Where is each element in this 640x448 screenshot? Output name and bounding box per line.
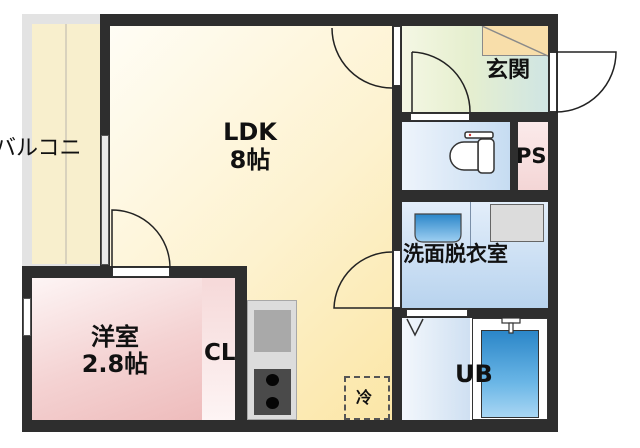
fridge-label: 冷 [356, 388, 373, 407]
wall-right [548, 14, 558, 432]
unit-bath-label: UB [455, 360, 493, 388]
western-room-label: 洋室 [91, 323, 139, 351]
ps-label: PS [516, 144, 547, 168]
wall-entrance-bottom [392, 112, 558, 122]
door-swing-arc [331, 27, 393, 89]
closet [202, 278, 235, 420]
bathtub [481, 330, 539, 418]
front-door-swing-arc [555, 51, 617, 113]
western-room-size: 2.8帖 [81, 350, 149, 378]
door-swing-arc [333, 251, 393, 309]
wall-core-left [392, 14, 402, 432]
burner-icon [266, 374, 279, 386]
bath-dressing-area [402, 318, 470, 420]
toilet-door[interactable] [410, 113, 470, 121]
western-room-door[interactable] [112, 267, 170, 277]
washing-machine-space [490, 204, 544, 242]
wall-bottom [22, 420, 558, 432]
balcony-floor [32, 24, 100, 264]
ldk-size: 8帖 [229, 146, 271, 174]
washbasin-icon [414, 213, 462, 243]
washroom-door[interactable] [393, 250, 401, 308]
pipe-space [518, 122, 548, 190]
shoe-box-diagonal [481, 25, 549, 57]
balcony [22, 14, 102, 266]
wall-toilet-bottom [392, 190, 558, 202]
front-door[interactable] [549, 52, 557, 112]
unit-bath-door[interactable] [406, 309, 468, 317]
balcony-sliding-window[interactable] [101, 135, 109, 265]
faucet-icon [501, 317, 521, 334]
sink-icon [254, 310, 291, 352]
burner-icon [266, 397, 279, 409]
closet-label: CL [204, 340, 236, 366]
western-room [32, 278, 202, 420]
ldk-label: LDK [223, 118, 277, 146]
western-room-window[interactable] [23, 298, 31, 336]
towel-hook-icon [406, 318, 424, 337]
door-swing-arc [411, 51, 471, 113]
wall-toilet-ps [510, 122, 518, 192]
door-swing-arc [111, 209, 171, 269]
fridge-space [344, 376, 390, 420]
washroom-label: 洗面脱衣室 [403, 242, 508, 266]
ldk-entrance-door[interactable] [393, 26, 401, 86]
wall-washroom-bottom [392, 308, 558, 318]
wall-western-right [235, 266, 247, 432]
washroom-alcove-divider [470, 202, 471, 252]
wall-top [100, 14, 558, 26]
entrance-label: 玄関 [486, 58, 531, 83]
toilet-icon [449, 131, 495, 174]
balcony-label: バルコニ [0, 136, 82, 161]
wall-western-left [22, 266, 32, 432]
